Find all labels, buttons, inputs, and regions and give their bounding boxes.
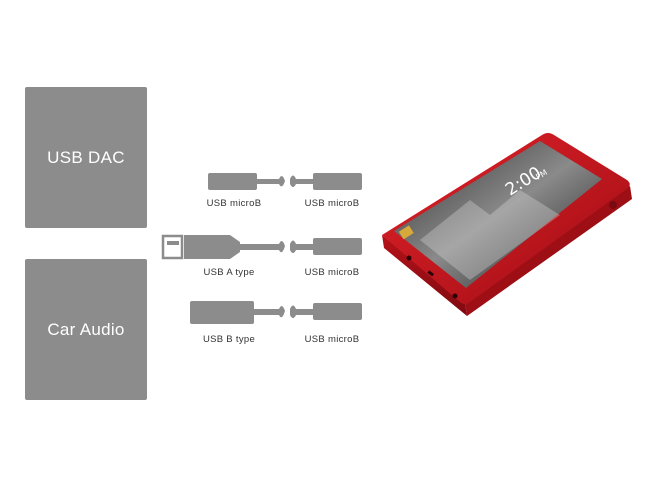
car-audio-label: Car Audio [47, 319, 125, 339]
microb-plug-right [313, 238, 362, 255]
cable-segment-left [254, 309, 279, 315]
cable-2-left-label: USB A type [203, 267, 255, 278]
cable-usbb-to-microb [190, 301, 362, 324]
usb-dac-label: USB DAC [47, 147, 125, 167]
balanced-jack-icon [452, 293, 458, 299]
device-bottom-edge [382, 235, 467, 316]
usb-dac-box: USB DAC [25, 87, 147, 228]
microb-plug-left [208, 173, 257, 190]
car-audio-box: Car Audio [25, 259, 147, 400]
screen-wallpaper [420, 190, 560, 280]
device-right-edge [465, 186, 632, 316]
device-knob [609, 201, 617, 209]
cable-3-left-label: USB B type [202, 334, 256, 345]
device-screen [394, 141, 602, 288]
usb-port-icon [427, 270, 434, 277]
cable-1-left-label: USB microB [206, 198, 262, 209]
cable-strain-left [257, 179, 267, 184]
cable-segment-left [240, 244, 279, 250]
cable-break-left [279, 240, 285, 253]
cable-segment-right [290, 175, 313, 187]
usb-b-plug [190, 301, 254, 324]
microb-plug-right [313, 173, 362, 190]
cable-1-right-label: USB microB [304, 198, 360, 209]
cable-usba-to-microb [161, 234, 362, 260]
headphone-jack-icon [406, 255, 412, 261]
cable-segment-left [267, 175, 285, 187]
usb-a-contact [167, 241, 179, 245]
cable-segment-right [290, 240, 313, 253]
hi-res-badge [398, 225, 414, 240]
cable-3-right-label: USB microB [304, 334, 360, 345]
cable-segment-right [290, 305, 313, 318]
usb-a-plug-body [184, 235, 240, 259]
microb-plug-right [313, 303, 362, 320]
cable-2-right-label: USB microB [304, 267, 360, 278]
audio-player-device [382, 133, 632, 316]
cable-break-left [279, 305, 285, 318]
usb-a-connector-tip [161, 234, 184, 260]
cable-microb-to-microb [208, 173, 362, 190]
